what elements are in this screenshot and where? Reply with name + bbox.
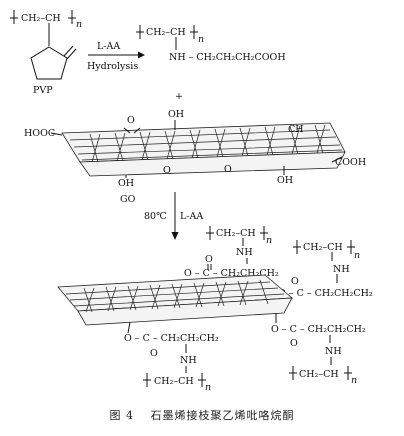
ester-top-right: O – C – CH₂CH₂CH₂ xyxy=(278,288,373,299)
pvp-reactant: CH₂–CH n PVP xyxy=(10,10,82,96)
plus-sign: + xyxy=(175,91,183,102)
chain-subscript-top-left: n xyxy=(266,235,272,246)
ester-bottom-left: O – C – CH₂CH₂CH₂ xyxy=(124,333,219,344)
chain-subscript-top-right: n xyxy=(354,250,360,261)
graphene-oxide-sheet: HOOC COOH OH O CH OH OH O O GO xyxy=(24,109,366,205)
go-oh-top: OH xyxy=(168,109,184,120)
go-right-cooh: COOH xyxy=(335,157,366,168)
product1-repeat-formula: CH₂–CH xyxy=(146,27,186,38)
nh-top-left: NH xyxy=(236,247,253,258)
go-epoxide-o-mid-left: O xyxy=(163,165,171,176)
go-left-cooh: HOOC xyxy=(24,128,55,139)
step1-reagent: L-AA xyxy=(97,41,120,52)
carbonyl-o-bottom-left: O xyxy=(150,348,158,359)
carbonyl-o-top-left: O xyxy=(205,254,213,265)
go-epoxide-o-mid-right: O xyxy=(224,164,232,175)
chain-subscript-bottom-left: n xyxy=(205,382,211,393)
go-label: GO xyxy=(120,194,136,205)
grafted-product: CH₂–CH n NH O O – C – CH₂CH₂CH₂ CH₂–CH n… xyxy=(57,226,373,393)
chain-subscript-bottom-right: n xyxy=(351,375,357,386)
reduced-graphene-sheet xyxy=(57,274,294,326)
pvp-label: PVP xyxy=(33,85,53,96)
pyrrolidone-ring xyxy=(30,46,68,80)
chain-formula-top-right: CH₂–CH xyxy=(303,242,343,253)
go-ch-top-right: CH xyxy=(288,124,304,135)
carbonyl-o-top-right: O xyxy=(291,276,299,287)
step2-temperature: 80℃ xyxy=(144,211,167,222)
product1-side-chain: NH – CH₂CH₂CH₂COOH xyxy=(169,52,286,63)
go-oh-bottom-right: OH xyxy=(277,175,293,186)
branch-bottom-right: O – C – CH₂CH₂CH₂ O NH CH₂–CH n xyxy=(271,313,366,386)
chain-formula-bottom-right: CH₂–CH xyxy=(299,369,339,380)
step2-arrow: 80℃ L-AA xyxy=(144,192,203,240)
branch-top-right: CH₂–CH n NH O O – C – CH₂CH₂CH₂ xyxy=(278,240,373,299)
branch-bottom-left: O – C – CH₂CH₂CH₂ O NH CH₂–CH n xyxy=(124,321,219,393)
go-oh-bottom-left: OH xyxy=(118,178,134,189)
go-epoxide-o-top: O xyxy=(127,115,135,126)
step1-condition: Hydrolysis xyxy=(87,61,138,72)
nh-bottom-right: NH xyxy=(325,346,342,357)
nh-top-right: NH xyxy=(333,264,350,275)
hydrolysis-product: CH₂–CH n NH – CH₂CH₂CH₂COOH xyxy=(136,25,286,63)
pvp-subscript-n: n xyxy=(76,19,82,30)
ester-top-left: O – C – CH₂CH₂CH₂ xyxy=(184,268,279,279)
step2-reagent: L-AA xyxy=(180,211,203,222)
carbonyl-o-bottom-right: O xyxy=(290,338,298,349)
chain-formula-top-left: CH₂–CH xyxy=(216,228,256,239)
pvp-repeat-formula: CH₂–CH xyxy=(21,13,61,24)
nh-bottom-left: NH xyxy=(180,355,197,366)
product1-subscript-n: n xyxy=(198,34,204,45)
step1-arrow: L-AA Hydrolysis xyxy=(87,41,145,72)
figure-caption: 图 4 石墨烯接枝聚乙烯吡咯烷酮 xyxy=(109,409,295,422)
ester-bottom-right: O – C – CH₂CH₂CH₂ xyxy=(271,324,366,335)
chain-formula-bottom-left: CH₂–CH xyxy=(154,376,194,387)
